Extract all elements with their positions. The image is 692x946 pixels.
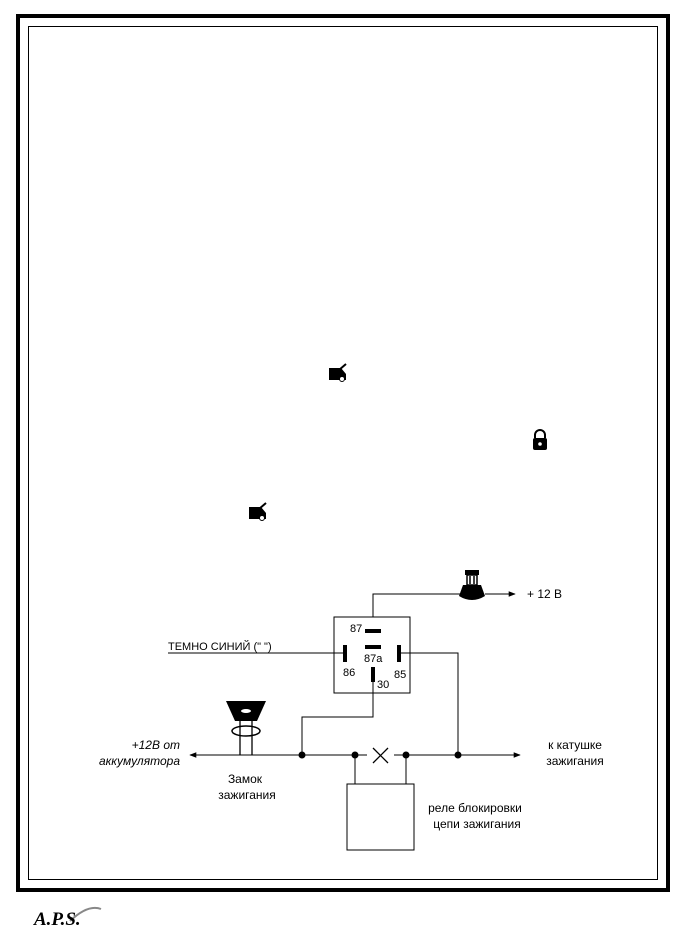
plus12v-label: + 12 В — [527, 587, 562, 601]
aps-logo: A.P.S. — [33, 906, 102, 930]
pin-87a-label: 87a — [364, 653, 383, 665]
fuse-holder-icon — [459, 570, 485, 600]
outer-frame — [16, 14, 670, 892]
relay-pin-30 — [371, 667, 375, 682]
relay-pin-87a — [365, 645, 381, 649]
padlock-icon — [533, 429, 547, 450]
battery-label-line2: аккумулятора — [99, 754, 180, 768]
wire-color-label: ТЕМНО СИНИЙ (" ") — [168, 640, 272, 653]
car-trunk-icon — [249, 502, 267, 521]
blocking-relay-box — [346, 783, 415, 851]
ignition-lock-icon — [226, 701, 266, 755]
blocking-relay-label-line1: реле блокировки — [428, 801, 522, 815]
relay-pin-85 — [397, 645, 401, 662]
coil-label-line2: зажигания — [546, 754, 604, 768]
pin-86-label: 86 — [343, 667, 355, 679]
pin-85-label: 85 — [394, 669, 406, 681]
ignition-lock-label-line1: Замок — [228, 772, 263, 786]
logo-text: A.P.S. — [33, 909, 81, 930]
pin-30-label: 30 — [377, 679, 389, 691]
battery-label-line1: +12В от — [132, 738, 180, 752]
car-trunk-icon — [329, 363, 347, 382]
blocking-relay-label-line2: цепи зажигания — [433, 817, 520, 831]
coil-label-line1: к катушке — [548, 738, 602, 752]
relay-pin-87 — [365, 629, 381, 633]
inner-frame — [28, 26, 658, 880]
relay-pin-86 — [343, 645, 347, 662]
pin-87-label: 87 — [350, 623, 362, 635]
ignition-lock-label-line2: зажигания — [218, 788, 276, 802]
